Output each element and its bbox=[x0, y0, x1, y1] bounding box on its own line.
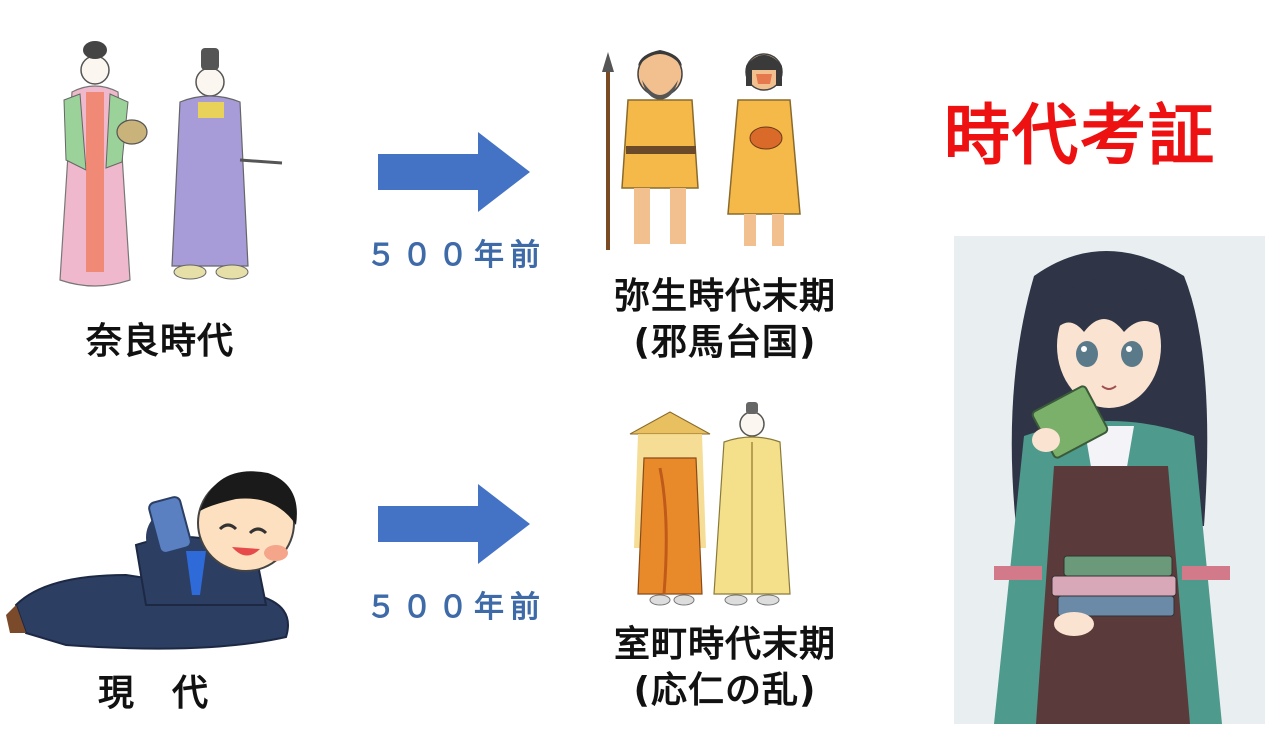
era-label-yayoi: 弥生時代末期 (邪馬台国) bbox=[590, 274, 860, 366]
anime-girl-illustration bbox=[954, 236, 1265, 724]
era-label-muromachi: 室町時代末期 (応仁の乱) bbox=[590, 622, 860, 714]
era-label-muromachi-line1: 室町時代末期 bbox=[613, 624, 836, 665]
modern-man-illustration bbox=[6, 455, 316, 655]
page-title: 時代考証 bbox=[944, 97, 1216, 174]
yayoi-figures-illustration bbox=[594, 40, 816, 252]
arrow-right-top bbox=[378, 132, 530, 212]
years-ago-top: ５００年前 bbox=[366, 238, 546, 273]
era-label-yayoi-line2: (邪馬台国) bbox=[633, 322, 817, 363]
nara-figures-illustration bbox=[50, 30, 290, 300]
era-label-nara: 奈良時代 bbox=[86, 321, 235, 362]
arrow-right-bottom bbox=[378, 484, 530, 564]
years-ago-bottom: ５００年前 bbox=[366, 590, 546, 625]
era-label-yayoi-line1: 弥生時代末期 bbox=[613, 276, 836, 317]
era-label-modern: 現 代 bbox=[98, 673, 210, 714]
muromachi-figures-illustration bbox=[624, 398, 800, 610]
era-label-muromachi-line2: (応仁の乱) bbox=[633, 670, 817, 711]
